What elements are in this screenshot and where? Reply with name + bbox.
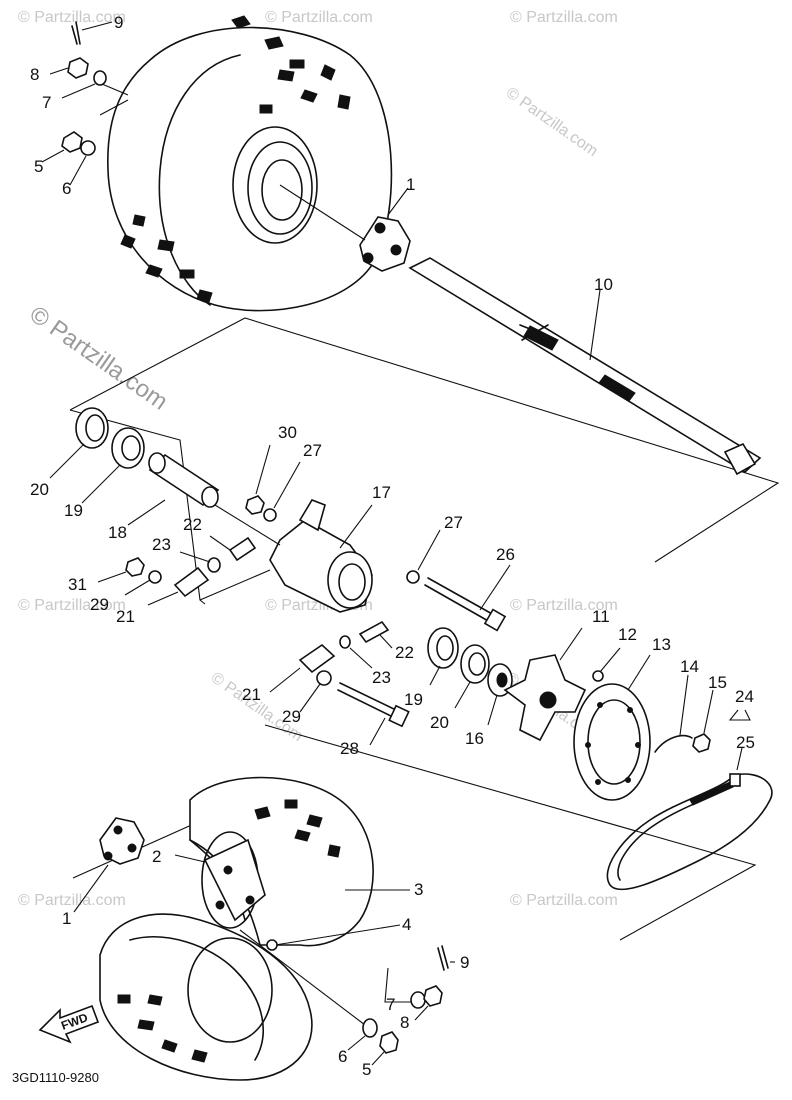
axle-housing [199,499,373,613]
label-29-upper: 29 [90,595,109,614]
hub-assembly-outline-lower [69,409,206,605]
watermark-6: © Partzilla.com [18,597,126,614]
label-15: 15 [708,673,727,692]
label-20-upper: 20 [30,480,49,499]
label-19-lower: 19 [404,690,423,709]
label-18: 18 [108,523,127,542]
label-11: 11 [592,607,610,626]
bottom-hub [73,817,410,946]
label-9-top: 9 [114,13,123,32]
watermark-5: © Partzilla.com [503,84,601,160]
sprocket-hub [503,627,621,742]
watermark-12: © Partzilla.com [510,892,618,909]
label-21-upper: 21 [116,607,135,626]
label-26: 26 [496,545,515,564]
label-22-upper: 22 [183,515,202,534]
watermark-3: © Partzilla.com [510,9,618,26]
label-19-upper: 19 [64,501,83,520]
label-17: 17 [372,483,391,502]
label-16: 16 [465,729,484,748]
part-number-labels: 9 8 7 5 6 1 10 20 19 18 30 27 17 22 23 2… [30,13,755,1079]
label-8-top: 8 [30,65,39,84]
bottom-wheel [99,776,374,1081]
drive-chain [606,709,773,891]
label-7-bottom: 7 [386,995,395,1014]
spacer-tube [127,452,220,526]
bottom-wheel-hardware [239,929,455,1066]
label-5-top: 5 [34,157,43,176]
label-6-top: 6 [62,179,71,198]
label-20-lower: 20 [430,713,449,732]
label-4: 4 [402,915,411,934]
label-24: 24 [735,687,754,706]
label-2: 2 [152,847,161,866]
label-8-bottom: 8 [400,1013,409,1032]
label-13: 13 [652,635,671,654]
label-27-lower: 27 [444,513,463,532]
lower-bearings-seals [427,627,513,726]
label-1-bottom: 1 [62,909,71,928]
watermark-2: © Partzilla.com [265,9,373,26]
top-hub [279,184,411,272]
label-6-bottom: 6 [338,1047,347,1066]
label-10: 10 [594,275,613,294]
watermark-8: © Partzilla.com [510,597,618,614]
top-wheel [107,15,393,312]
lower-bracket-group [269,620,410,746]
wheel-assembly-outline-right [264,724,757,941]
drawing-code: 3GD1110-9280 [12,1070,99,1085]
forward-direction-arrow: FWD [38,1004,100,1044]
label-25: 25 [736,733,755,752]
label-23-upper: 23 [152,535,171,554]
sprocket-lock-hardware [654,674,714,753]
label-23-lower: 23 [372,668,391,687]
housing-bolt-long [424,564,511,632]
housing-fasteners [97,444,441,606]
hub-assembly-outline [69,317,780,563]
top-wheel-hardware [41,21,129,186]
label-21-lower: 21 [242,685,261,704]
label-22-lower: 22 [395,643,414,662]
label-3: 3 [414,880,423,899]
label-12: 12 [618,625,637,644]
watermark-large: © Partzilla.com [25,301,173,416]
label-7-top: 7 [42,93,51,112]
label-14: 14 [680,657,699,676]
assembly-outlines [69,317,780,941]
label-1-top: 1 [406,175,415,194]
watermark-1: © Partzilla.com [18,9,126,26]
drive-sprocket [573,654,651,801]
label-28: 28 [340,739,359,758]
upper-bearings [49,407,145,504]
label-27-upper: 27 [303,441,322,460]
rear-axle-shaft [408,257,762,476]
label-30: 30 [278,423,297,442]
label-29-lower: 29 [282,707,301,726]
watermark-11: © Partzilla.com [18,892,126,909]
label-5-bottom: 5 [362,1060,371,1079]
label-9-bottom: 9 [460,953,469,972]
label-31: 31 [68,575,87,594]
